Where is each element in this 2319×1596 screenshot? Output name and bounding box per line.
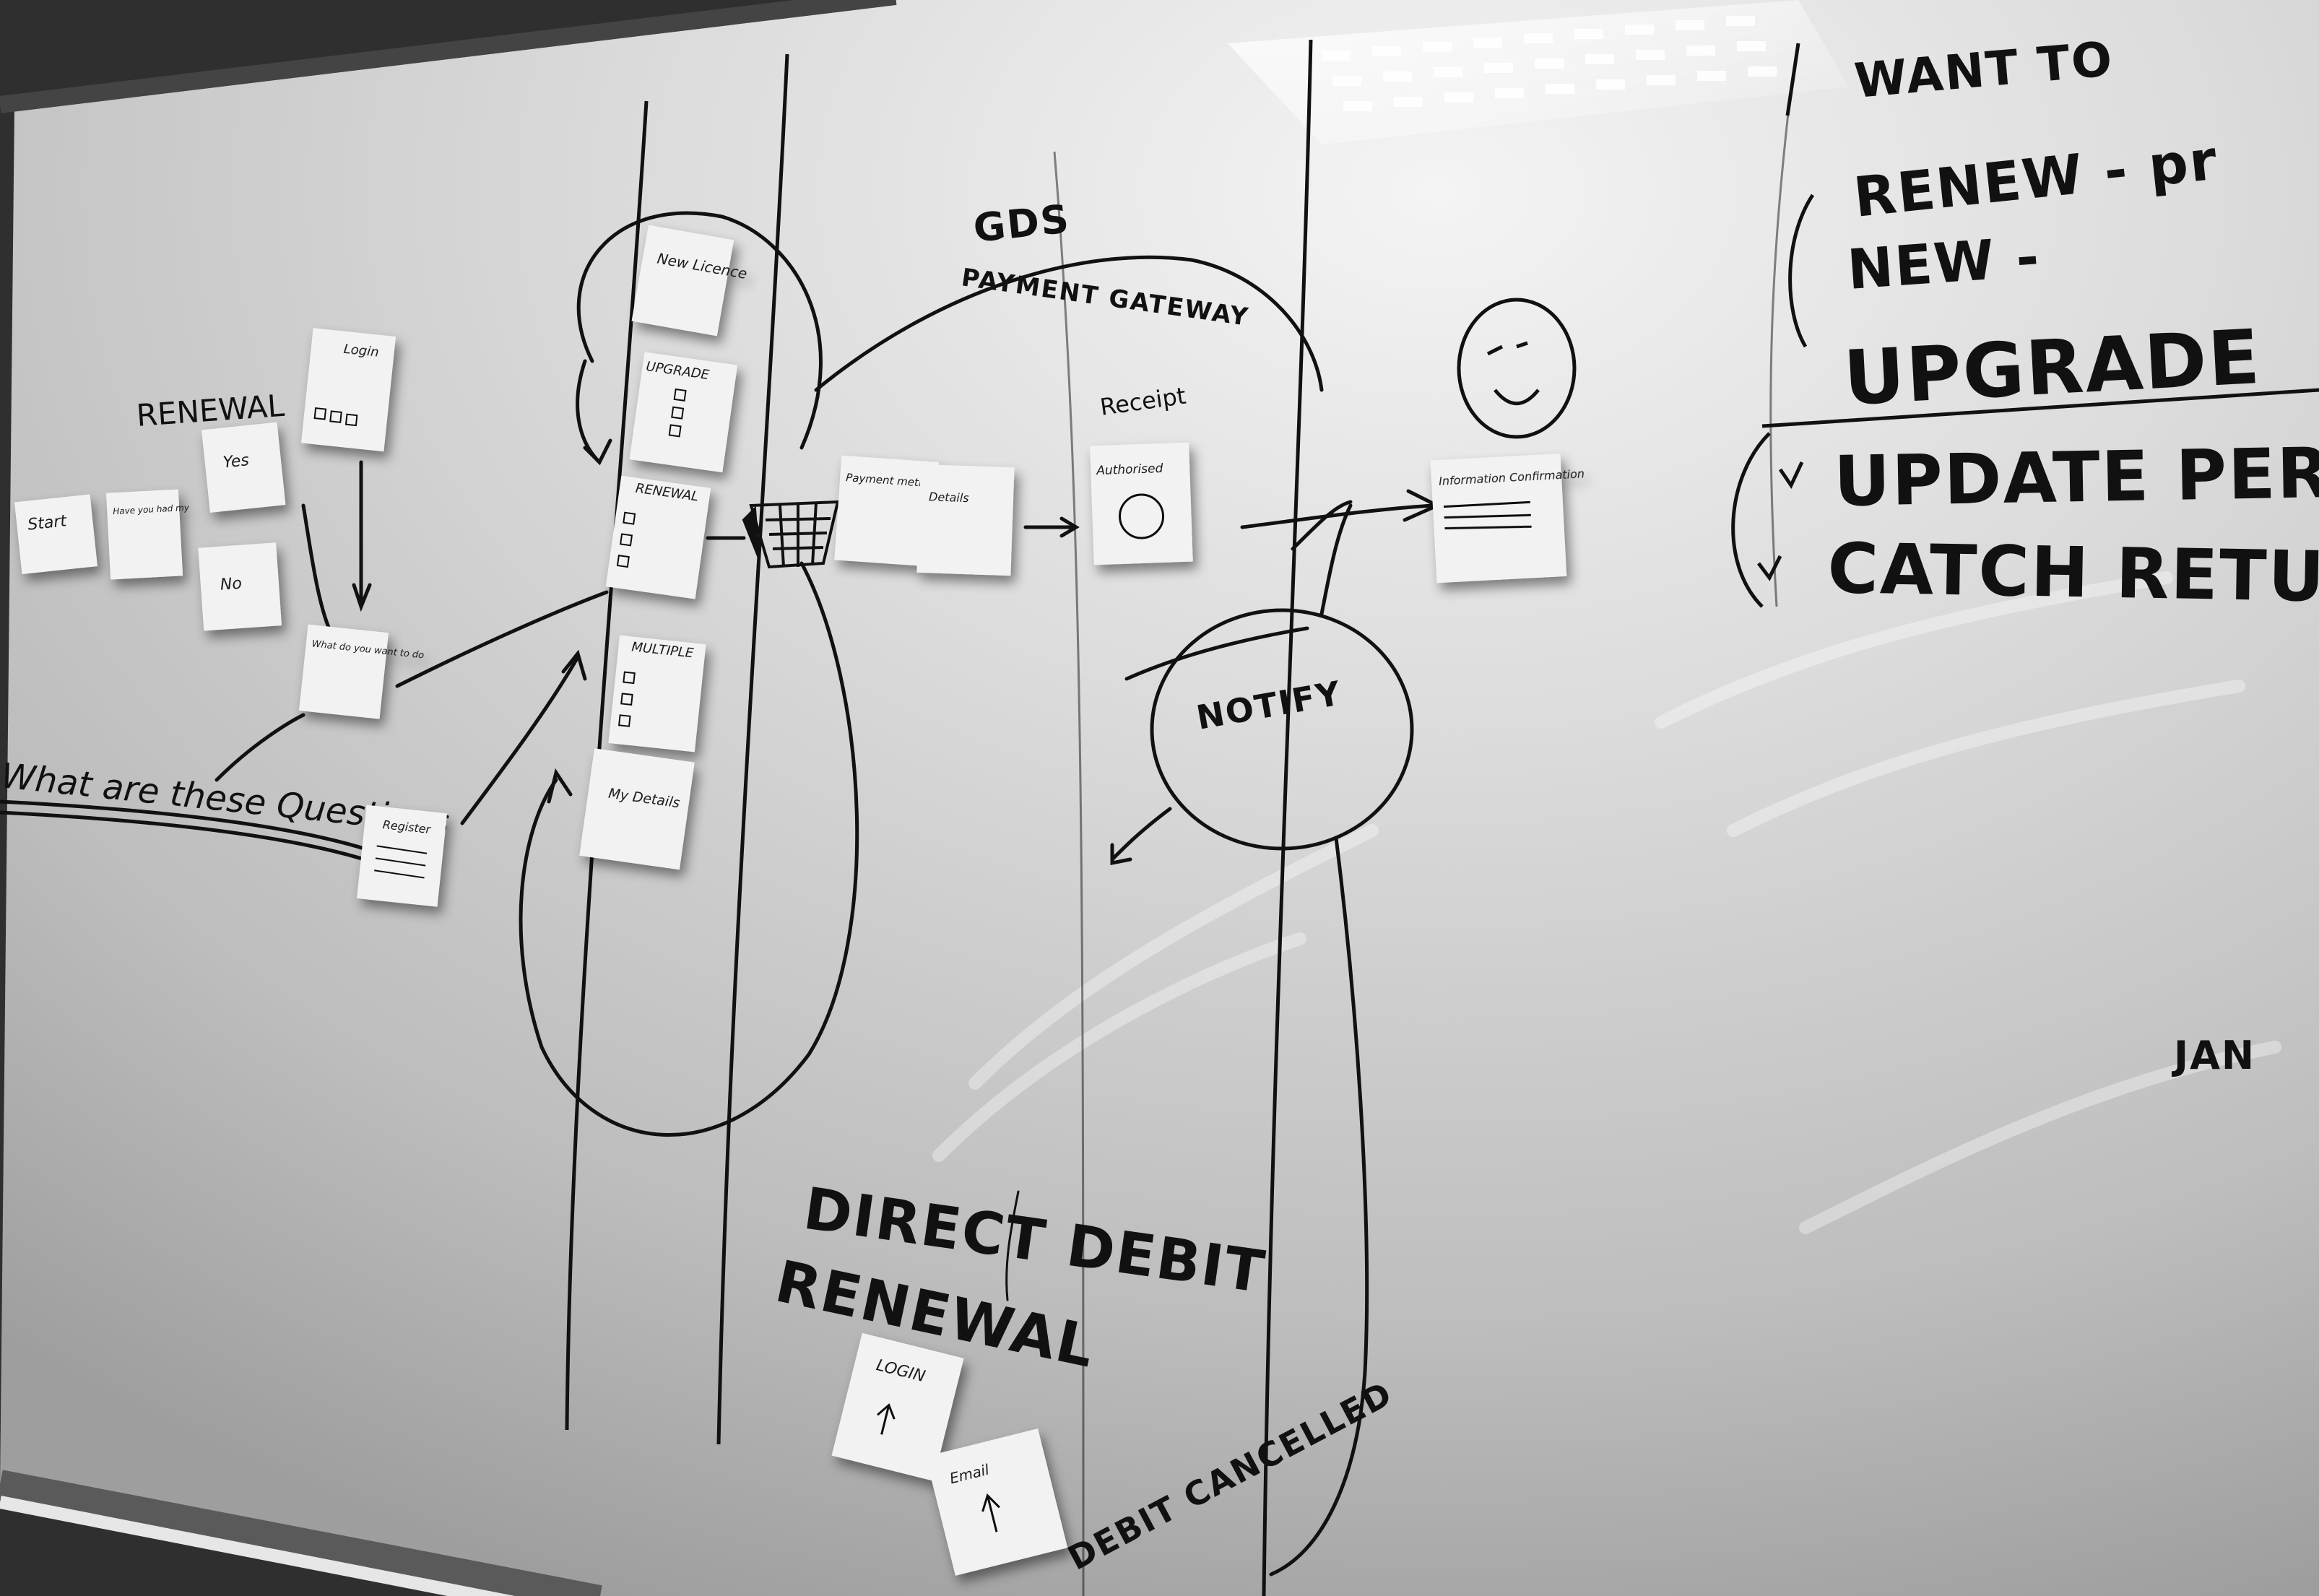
- note-email: Email: [925, 1428, 1068, 1576]
- new-label: NEW -: [1845, 225, 2042, 302]
- svg-text:Details: Details: [929, 490, 969, 505]
- smiley-face-icon: [1457, 298, 1577, 439]
- note-yes: Yes: [201, 422, 286, 513]
- note-login-bottom: LOGIN: [831, 1332, 964, 1481]
- right-panel-lines: [1731, 43, 2319, 608]
- sticky-notes: Start Have you had my Yes No Login What …: [14, 225, 1585, 1576]
- note-multiple: MULTIPLE: [608, 635, 706, 753]
- flow-lines: [0, 211, 1442, 1577]
- note-my-details: My Details: [579, 748, 695, 870]
- note-authorised: Authorised: [1090, 442, 1193, 565]
- svg-text:No: No: [220, 575, 243, 594]
- swimlane-lines: [565, 39, 1793, 1596]
- checkmark-icons: [1757, 461, 1804, 581]
- gds-label: GDS: [971, 196, 1072, 251]
- note-details: Details: [916, 464, 1015, 576]
- note-upgrade: UPGRADE: [629, 352, 738, 473]
- upgrade-label: UPGRADE: [1842, 313, 2263, 422]
- update-label: UPDATE PER: [1833, 433, 2319, 522]
- note-login: Login: [300, 328, 396, 452]
- svg-text:Start: Start: [27, 512, 68, 534]
- shopping-basket-icon: [742, 500, 840, 569]
- svg-text:Yes: Yes: [222, 451, 250, 472]
- svg-text:Login: Login: [343, 342, 380, 360]
- board-top-edge: [0, 0, 897, 113]
- note-have-you-had: Have you had my: [105, 489, 190, 580]
- note-no: No: [198, 542, 282, 631]
- board-bottom-tray: [0, 1470, 602, 1596]
- note-information-confirmation: Information Confirmation: [1430, 454, 1585, 584]
- marker-tray: [0, 1496, 516, 1596]
- jan-label: JAN: [2171, 1033, 2255, 1078]
- light-reflection: [1228, 0, 1849, 144]
- note-renewal: RENEWAL: [605, 475, 711, 599]
- eraser-smudges: [932, 571, 2281, 1234]
- note-start: Start: [14, 494, 97, 574]
- svg-text:Have you had my: Have you had my: [113, 503, 190, 517]
- note-register: Register: [357, 804, 448, 907]
- svg-text:Authorised: Authorised: [1096, 461, 1163, 478]
- notify-circle: [1150, 608, 1414, 851]
- catch-label: CATCH RETU: [1827, 528, 2319, 617]
